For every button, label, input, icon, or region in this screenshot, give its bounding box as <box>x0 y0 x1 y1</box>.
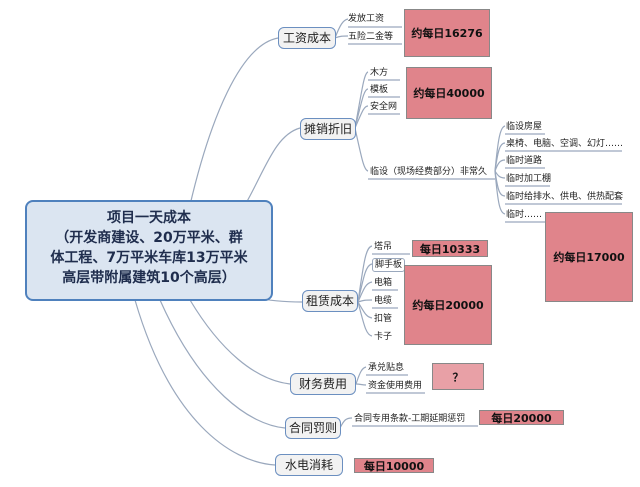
branch-rent[interactable]: 租赁成本 <box>302 290 358 312</box>
branch-finance[interactable]: 财务费用 <box>290 373 356 395</box>
leaf-rent-clamp: 卡子 <box>374 332 393 342</box>
leaf-temp-furniture: 桌椅、电脑、空调、幻灯…… <box>506 139 624 149</box>
link-amort <box>244 127 301 206</box>
leaf-temp-road: 临时道路 <box>506 156 543 166</box>
link-finance <box>189 299 291 385</box>
cost-finance: ？ <box>432 363 484 390</box>
leaf-temp-other: 临时…… <box>506 210 543 220</box>
link-utility <box>134 299 276 466</box>
cost-rent: 约每日20000 <box>404 265 492 345</box>
leaf-penalty-delay: 合同专用条款-工期延期惩罚 <box>354 414 466 424</box>
leaf-temp-facilities: 临设（现场经费部分）非常久 <box>370 167 488 177</box>
center-line-1: 项目一天成本 <box>107 210 191 226</box>
leaf-wage-insurance: 五险二金等 <box>348 32 394 42</box>
cost-temp: 约每日17000 <box>545 212 633 302</box>
leaf-temp-house: 临设房屋 <box>506 122 543 132</box>
leaf-rent-box: 电箱 <box>374 278 393 288</box>
leaf-rent-scaffold: 脚手板 <box>372 258 406 272</box>
cost-amort: 约每日40000 <box>406 67 492 119</box>
center-topic: 项目一天成本 （开发商建设、20万平米、群 体工程、7万平米车库13万平米 高层… <box>25 200 273 301</box>
leaf-amort-formwork: 模板 <box>370 85 389 95</box>
cost-rent-crane: 每日10333 <box>412 240 488 257</box>
cost-penalty: 每日20000 <box>479 410 564 425</box>
leaf-finance-usage: 资金使用费用 <box>368 381 423 391</box>
leaf-amort-net: 安全网 <box>370 102 398 112</box>
center-line-3: 体工程、7万平米车库13万平米 <box>50 250 248 266</box>
leaf-temp-shed: 临时加工棚 <box>506 174 552 184</box>
branch-utility[interactable]: 水电消耗 <box>275 454 343 476</box>
leaf-rent-pipe: 扣管 <box>374 314 393 324</box>
leaf-rent-cable: 电缆 <box>374 296 393 306</box>
cost-utility: 每日10000 <box>354 458 434 473</box>
link-penalty <box>159 299 286 429</box>
leaf-finance-discount: 承兑贴息 <box>368 363 405 373</box>
center-line-4: 高层带附属建筑10个高层） <box>62 270 236 286</box>
leaf-amort-wood: 木方 <box>370 68 389 78</box>
branch-wage[interactable]: 工资成本 <box>278 27 336 49</box>
leaf-temp-utilities: 临时给排水、供电、供热配套 <box>506 192 624 202</box>
center-line-2: （开发商建设、20万平米、群 <box>55 230 243 246</box>
branch-penalty[interactable]: 合同罚则 <box>285 417 341 439</box>
leaf-rent-crane: 塔吊 <box>374 242 393 252</box>
link-wage <box>189 37 279 206</box>
branch-amort[interactable]: 摊销折旧 <box>300 118 356 140</box>
cost-wage: 约每日16276 <box>404 9 490 57</box>
leaf-wage-pay: 发放工资 <box>348 14 385 24</box>
